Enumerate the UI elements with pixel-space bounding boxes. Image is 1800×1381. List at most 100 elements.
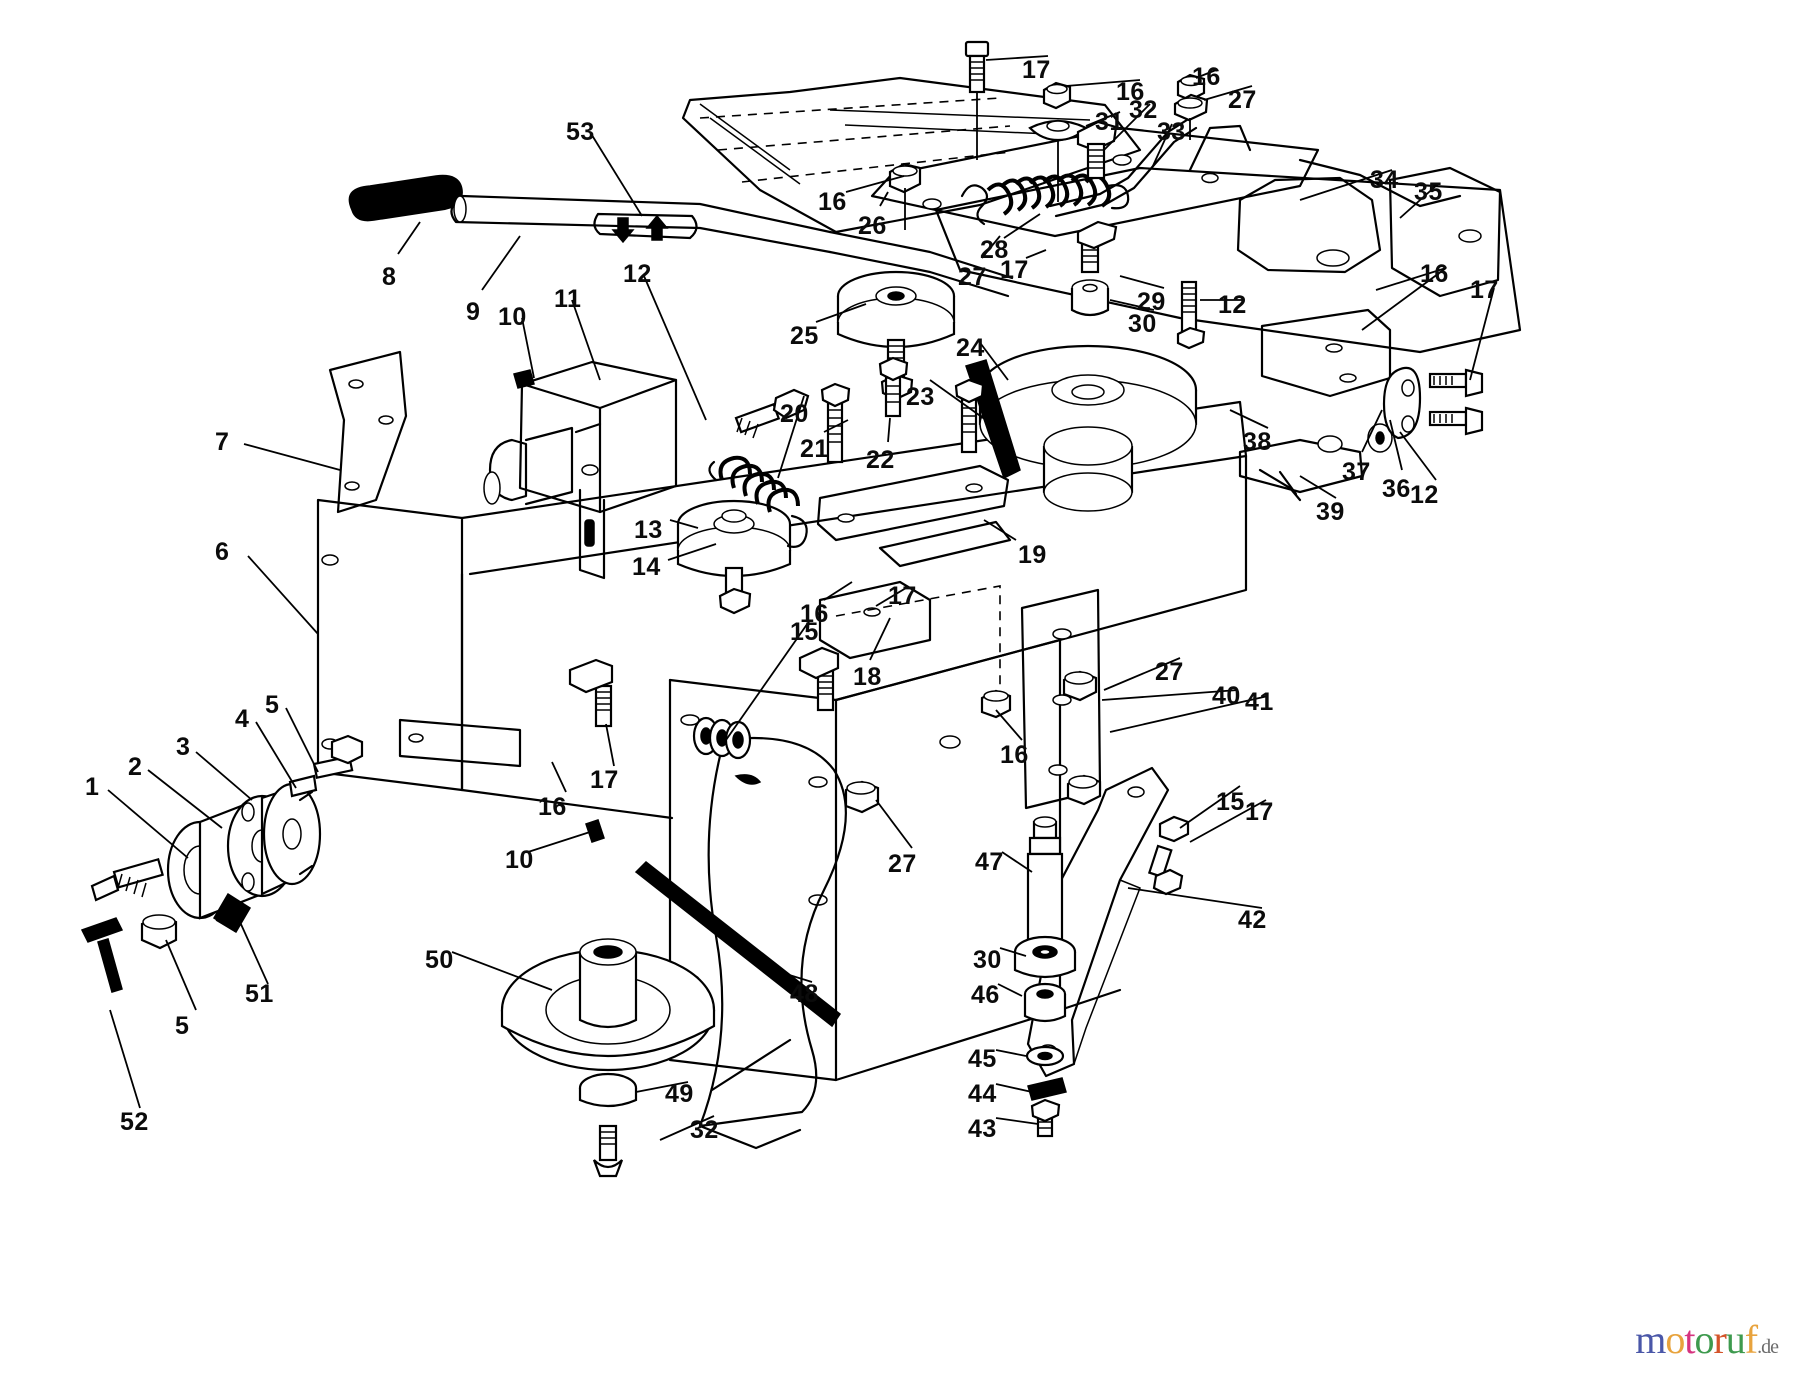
hub-assembly (80, 734, 364, 993)
callout-number-34: 34 (1370, 166, 1399, 194)
callout-number-16: 16 (1000, 741, 1029, 769)
callout-number-12: 12 (1410, 481, 1439, 509)
callout-number-37: 37 (1342, 458, 1371, 486)
callout-number-35: 35 (1414, 178, 1443, 206)
shield-48 (698, 736, 847, 1150)
callout-number-23: 23 (906, 383, 935, 411)
callout-number-8: 8 (382, 263, 397, 291)
callout-number-16: 16 (800, 600, 829, 628)
bracket-7 (328, 350, 408, 514)
callout-number-12: 12 (623, 260, 652, 288)
callout-number-6: 6 (215, 538, 230, 566)
plate-40-41 (1020, 588, 1102, 810)
spindle-47-stack (1013, 816, 1077, 1138)
callout-number-10: 10 (498, 303, 527, 331)
callout-number-25: 25 (790, 322, 819, 350)
callout-number-38: 38 (1243, 428, 1272, 456)
callout-number-17: 17 (590, 766, 619, 794)
right-hitch (1238, 308, 1484, 502)
callout-number-16: 16 (1420, 260, 1449, 288)
callout-number-28: 28 (980, 236, 1009, 264)
callout-number-43: 43 (968, 1115, 997, 1143)
callout-number-53: 53 (566, 118, 595, 146)
logo-letter: m (1635, 1317, 1666, 1362)
bottom-pulley-50 (500, 938, 716, 1178)
callout-number-36: 36 (1382, 475, 1411, 503)
callout-number-16: 16 (818, 188, 847, 216)
logo-suffix: .de (1757, 1336, 1779, 1358)
logo-letter: o (1665, 1317, 1685, 1362)
callout-number-17: 17 (1022, 56, 1051, 84)
spring-28 (960, 173, 1130, 226)
callout-number-17: 17 (1000, 256, 1029, 284)
callout-number-17: 17 (1245, 798, 1274, 826)
callout-number-13: 13 (634, 516, 663, 544)
callout-number-26: 26 (858, 212, 887, 240)
callout-number-47: 47 (975, 848, 1004, 876)
callout-number-27: 27 (1155, 658, 1184, 686)
callout-number-2: 2 (128, 753, 143, 781)
main-frame-6 (316, 400, 1248, 1082)
callout-number-5: 5 (265, 691, 280, 719)
pulley-25 (836, 270, 956, 401)
callout-number-31: 31 (1095, 108, 1124, 136)
spring-20 (708, 455, 808, 548)
callout-number-27: 27 (958, 263, 987, 291)
callout-number-41: 41 (1245, 688, 1274, 716)
callout-number-21: 21 (800, 435, 829, 463)
callout-number-1: 1 (85, 773, 100, 801)
callout-number-48: 48 (790, 980, 819, 1008)
callout-number-27: 27 (888, 850, 917, 878)
rod-33 (1048, 116, 1198, 218)
callout-number-19: 19 (1018, 541, 1047, 569)
callout-number-27: 27 (1228, 86, 1257, 114)
deck-plate-34-35 (934, 124, 1522, 354)
callout-number-33: 33 (1157, 118, 1186, 146)
motoruf-logo-watermark: motoruf.de (1635, 1316, 1779, 1363)
pulley-38-24 (978, 344, 1198, 512)
callout-number-14: 14 (632, 553, 661, 581)
logo-letter: f (1744, 1317, 1758, 1362)
callout-number-30: 30 (973, 946, 1002, 974)
logo-letter: t (1684, 1317, 1695, 1362)
belt-guide-arms (816, 359, 1021, 700)
drive-belt (634, 860, 842, 1092)
callout-number-44: 44 (968, 1080, 997, 1108)
logo-letter: u (1725, 1317, 1746, 1362)
callout-number-5: 5 (175, 1012, 190, 1040)
gearbox-11 (483, 360, 678, 580)
callout-number-29: 29 (1137, 288, 1166, 316)
callout-number-12: 12 (1218, 291, 1247, 319)
callout-number-45: 45 (968, 1045, 997, 1073)
callout-number-3: 3 (176, 733, 191, 761)
callout-number-49: 49 (665, 1080, 694, 1108)
callout-number-42: 42 (1238, 906, 1267, 934)
callout-number-18: 18 (853, 663, 882, 691)
callout-number-16: 16 (1192, 63, 1221, 91)
callout-number-9: 9 (466, 298, 481, 326)
logo-letter: o (1694, 1317, 1714, 1362)
callout-number-40: 40 (1212, 682, 1241, 710)
callout-number-11: 11 (554, 285, 582, 313)
callout-number-7: 7 (215, 428, 230, 456)
leader-lines (107, 55, 1495, 1141)
callout-number-10: 10 (505, 846, 534, 874)
callout-number-17: 17 (1470, 276, 1499, 304)
upper-shroud (681, 76, 1142, 234)
callout-number-4: 4 (235, 705, 250, 733)
callout-number-39: 39 (1316, 498, 1345, 526)
callout-number-22: 22 (866, 446, 895, 474)
callout-number-51: 51 (245, 980, 274, 1008)
callout-number-32: 32 (1129, 96, 1158, 124)
callout-number-52: 52 (120, 1108, 149, 1136)
callout-number-50: 50 (425, 946, 454, 974)
callout-number-17: 17 (888, 582, 917, 610)
callout-number-20: 20 (780, 400, 809, 428)
callout-number-16: 16 (1116, 78, 1145, 106)
arm-42 (1026, 766, 1170, 1078)
callout-number-16: 16 (538, 793, 567, 821)
callout-number-32: 32 (690, 1116, 719, 1144)
fastener-cluster-top (888, 40, 1209, 350)
